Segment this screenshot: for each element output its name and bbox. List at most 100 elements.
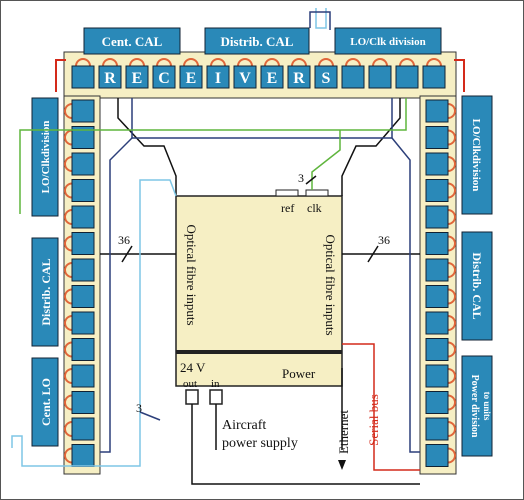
left-cell-loop bbox=[64, 129, 73, 146]
left-receiver-cell bbox=[71, 391, 95, 414]
left-receiver-cell bbox=[71, 417, 95, 441]
right-receiver-cell bbox=[425, 364, 449, 388]
out-connector bbox=[185, 389, 199, 405]
clk-label: clk bbox=[307, 201, 322, 215]
right-cell-loop bbox=[447, 447, 456, 464]
top-box-lo-clk: LO/Clk division bbox=[334, 27, 442, 55]
top-receiver-cell bbox=[179, 65, 203, 89]
receivers-letter: V bbox=[239, 70, 251, 87]
lo-clk-right-label: LO/Clkdivision bbox=[470, 119, 482, 192]
left-cell-loop bbox=[64, 156, 73, 172]
left-receiver-cell bbox=[71, 179, 95, 202]
left-cell-loop bbox=[64, 447, 73, 464]
top-receiver-cell bbox=[71, 65, 95, 89]
receivers-letter: E bbox=[267, 70, 278, 87]
left-cell-loop bbox=[64, 103, 73, 119]
right-cell-loop bbox=[447, 129, 456, 146]
red-edge-right bbox=[454, 59, 465, 92]
receivers-letter: R bbox=[293, 70, 305, 87]
aircraft-label: Aircraft bbox=[222, 418, 266, 433]
top-cell-loop bbox=[345, 58, 361, 67]
left-cell-loop bbox=[64, 394, 73, 411]
left-receiver-cell bbox=[71, 364, 95, 388]
power-division-sub-label: to units bbox=[482, 392, 492, 421]
tick-3-top bbox=[305, 175, 317, 185]
cent-cal-label: Cent. CAL bbox=[102, 34, 163, 49]
right-receiver-cell bbox=[425, 391, 449, 414]
receivers-letter: E bbox=[186, 70, 197, 87]
top-receiver-cell bbox=[98, 65, 122, 89]
in-connector bbox=[209, 389, 223, 405]
right-box-power-division: Power division to units bbox=[461, 355, 493, 457]
top-box-cent-cal: Cent. CAL bbox=[83, 27, 181, 55]
right-receiver-cell bbox=[425, 258, 449, 282]
left-box-distrib-cal: Distrib. CAL bbox=[31, 237, 59, 347]
right-receiver-cell bbox=[425, 444, 449, 467]
left-receiver-cell bbox=[71, 152, 95, 176]
top-cell-loop bbox=[210, 58, 226, 67]
receivers-letter: S bbox=[322, 70, 331, 87]
volt-label: 24 V bbox=[180, 360, 206, 375]
top-cell-loop bbox=[129, 58, 145, 67]
top-receiver-cell bbox=[395, 65, 419, 89]
right-receiver-cell bbox=[425, 311, 449, 335]
receivers-letter: E bbox=[132, 70, 143, 87]
right-receiver-cell bbox=[425, 285, 449, 308]
red-edge-left bbox=[55, 59, 66, 92]
left-cell-loop bbox=[64, 315, 73, 331]
top-receiver-cell bbox=[260, 65, 284, 89]
right-receiver-cell bbox=[425, 417, 449, 441]
right-fibre-inputs-label: Optical fibre inputs bbox=[323, 234, 338, 335]
top-cell-loop bbox=[264, 58, 280, 67]
right-cell-loop bbox=[447, 421, 456, 437]
right-receiver-cell bbox=[425, 179, 449, 202]
right-cell-loop bbox=[447, 103, 456, 119]
top-receiver-cell bbox=[368, 65, 392, 89]
count-3-top: 3 bbox=[298, 171, 304, 185]
top-receiver-cell bbox=[341, 65, 365, 89]
left-receiver-cell bbox=[71, 232, 95, 255]
tick-36-left bbox=[121, 245, 133, 263]
power-label: Power bbox=[282, 366, 316, 381]
receivers-letter: C bbox=[158, 70, 170, 87]
left-cell-loop bbox=[64, 262, 73, 278]
left-box-lo-clk: LO/Clkdivision bbox=[31, 97, 59, 217]
ref-port bbox=[275, 189, 299, 197]
count-3-bottom: 3 bbox=[136, 401, 142, 415]
lo-clk-left-label: LO/Clkdivision bbox=[40, 121, 52, 194]
top-receiver-cell bbox=[314, 65, 338, 89]
top-receiver-cell bbox=[422, 65, 446, 89]
right-receiver-cell bbox=[425, 126, 449, 149]
right-cell-loop bbox=[447, 182, 456, 199]
tick-36-right bbox=[367, 245, 379, 263]
right-cell-loop bbox=[447, 288, 456, 305]
top-cell-loop bbox=[426, 58, 442, 67]
left-cell-loop bbox=[64, 288, 73, 305]
cent-lo-left-label: Cent. LO bbox=[39, 378, 53, 426]
out-label: out bbox=[183, 378, 197, 390]
distrib-cal-right-label: Distrib. CAL bbox=[470, 252, 484, 319]
right-cell-loop bbox=[447, 315, 456, 331]
right-cell-loop bbox=[447, 262, 456, 278]
distrib-cal-left-label: Distrib. CAL bbox=[39, 258, 53, 325]
top-receiver-cell bbox=[152, 65, 176, 89]
ethernet-arrow bbox=[338, 460, 346, 470]
right-receiver-cell bbox=[425, 152, 449, 176]
power-division-label: Power division bbox=[469, 375, 480, 438]
top-receiver-cell bbox=[206, 65, 230, 89]
top-cell-loop bbox=[318, 58, 334, 67]
count-36-left: 36 bbox=[118, 233, 130, 247]
right-box-distrib-cal: Distrib. CAL bbox=[461, 231, 493, 341]
count-36-right: 36 bbox=[378, 233, 390, 247]
power-supply-label: power supply bbox=[222, 436, 298, 451]
top-receiver-cell bbox=[125, 65, 149, 89]
left-receiver-cell bbox=[71, 99, 95, 123]
top-cell-loop bbox=[156, 58, 172, 67]
left-cell-loop bbox=[64, 368, 73, 384]
receivers-letter: I bbox=[215, 70, 221, 87]
in-label: in bbox=[211, 378, 220, 390]
top-cell-loop bbox=[75, 58, 91, 67]
top-cell-loop bbox=[102, 58, 118, 67]
